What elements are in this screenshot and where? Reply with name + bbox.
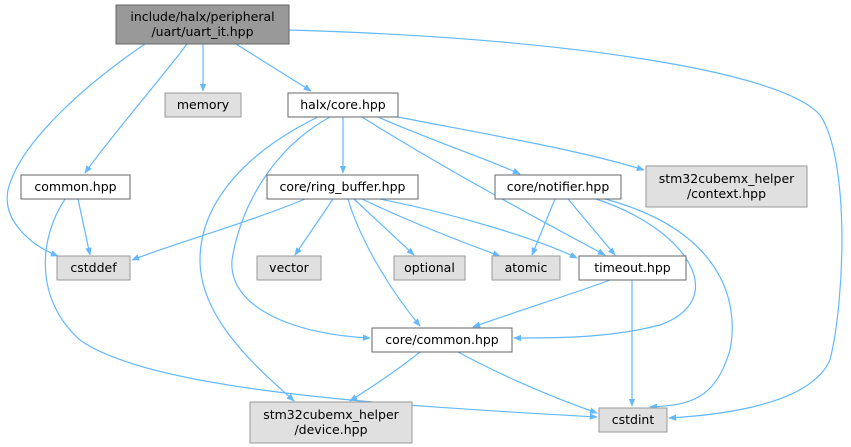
edge-line	[288, 29, 843, 421]
edge-ring-buffer-to-core-common	[347, 198, 421, 327]
edge-ring-buffer-to-timeout	[379, 198, 578, 259]
edge-ring-buffer-to-optional	[353, 198, 415, 256]
edge-core-common-to-device	[349, 351, 421, 402]
node-label: common.hpp	[34, 179, 116, 194]
node-core-common[interactable]: core/common.hpp	[371, 327, 513, 353]
node-atomic: atomic	[491, 255, 561, 281]
node-label: halx/core.hpp	[300, 97, 386, 112]
edge-uart-it-to-cstdint	[288, 29, 843, 421]
edge-ring-buffer-to-vector	[294, 198, 334, 256]
node-vector: vector	[256, 255, 322, 281]
edge-notifier-to-atomic	[531, 198, 556, 256]
edge-ring-buffer-to-cstddef	[131, 198, 306, 261]
edge-uart-it-to-cstddef	[6, 43, 146, 257]
edge-uart-it-to-halx-core	[235, 43, 312, 92]
node-label: cstddef	[70, 260, 117, 275]
edge-line	[44, 198, 598, 420]
node-box	[20, 174, 131, 200]
node-memory: memory	[164, 92, 242, 118]
node-cstddef: cstddef	[56, 255, 131, 281]
edge-notifier-to-core-common	[513, 198, 696, 342]
node-label: core/notifier.hpp	[507, 179, 610, 194]
node-halx-core[interactable]: halx/core.hpp	[287, 92, 399, 118]
node-cstdint: cstdint	[598, 407, 668, 433]
node-box	[56, 255, 131, 281]
edge-line	[77, 198, 92, 256]
node-timeout[interactable]: timeout.hpp	[578, 255, 687, 281]
edge-halx-core-to-core-common	[231, 116, 371, 341]
edge-halx-core-to-timeout	[361, 116, 606, 256]
edge-timeout-to-core-common	[472, 279, 611, 328]
node-label: stm32cubemx_helper	[659, 171, 795, 186]
node-label: /device.hpp	[294, 422, 367, 437]
node-box	[371, 327, 513, 353]
edge-line	[567, 198, 616, 256]
edge-line	[231, 116, 371, 341]
node-uart-it[interactable]: include/halx/peripheral/uart/uart_it.hpp	[115, 4, 290, 45]
edge-line	[472, 279, 611, 328]
edge-ring-buffer-to-atomic	[361, 198, 501, 257]
edge-line	[361, 198, 501, 257]
node-box	[598, 407, 668, 433]
edge-line	[457, 351, 598, 414]
edge-line	[513, 198, 696, 342]
edge-line	[199, 116, 319, 402]
node-box	[578, 255, 687, 281]
edge-line	[397, 116, 645, 171]
node-layer: include/halx/peripheral/uart/uart_it.hpp…	[20, 4, 808, 444]
node-label: cstdint	[612, 412, 655, 427]
edge-uart-it-to-common	[84, 43, 188, 174]
edge-line	[604, 198, 733, 410]
node-device: stm32cubemx_helper/device.hpp	[249, 401, 413, 444]
node-box	[645, 165, 808, 208]
edge-line	[131, 198, 306, 261]
node-optional: optional	[393, 255, 466, 281]
edge-line	[6, 43, 146, 257]
node-box	[287, 92, 399, 118]
node-label: optional	[404, 260, 455, 275]
node-box	[491, 255, 561, 281]
edge-common-to-cstddef	[77, 198, 92, 256]
edge-layer	[6, 29, 843, 421]
node-label: stm32cubemx_helper	[263, 407, 399, 422]
edge-notifier-to-cstdint	[604, 198, 733, 410]
edge-line	[353, 198, 415, 256]
edge-line	[84, 43, 188, 174]
edge-line	[349, 351, 421, 402]
node-label: /context.hpp	[687, 186, 766, 201]
edge-line	[377, 116, 521, 175]
edge-line	[531, 198, 556, 256]
edge-line	[235, 43, 312, 92]
node-ring-buffer[interactable]: core/ring_buffer.hpp	[266, 174, 419, 200]
edge-halx-core-to-device	[199, 116, 319, 402]
edge-notifier-to-timeout	[567, 198, 616, 256]
node-common[interactable]: common.hpp	[20, 174, 131, 200]
node-box	[164, 92, 242, 118]
node-label: memory	[177, 97, 230, 112]
node-box	[256, 255, 322, 281]
node-label: core/common.hpp	[385, 332, 499, 347]
node-label: core/ring_buffer.hpp	[280, 179, 406, 194]
node-context: stm32cubemx_helper/context.hpp	[645, 165, 808, 208]
node-label: timeout.hpp	[594, 260, 671, 275]
node-label: atomic	[505, 260, 548, 275]
node-label: /uart/uart_it.hpp	[151, 24, 253, 39]
edge-line	[379, 198, 578, 259]
edge-line	[361, 116, 606, 256]
node-label: include/halx/peripheral	[130, 9, 274, 24]
node-box	[115, 4, 290, 45]
edge-common-to-cstdint	[44, 198, 598, 420]
node-box	[494, 174, 622, 200]
node-notifier[interactable]: core/notifier.hpp	[494, 174, 622, 200]
node-box	[249, 401, 413, 444]
edge-halx-core-to-notifier	[377, 116, 521, 175]
edge-line	[347, 198, 421, 327]
node-box	[393, 255, 466, 281]
edge-halx-core-to-context	[397, 116, 645, 171]
node-label: vector	[269, 260, 310, 275]
edge-core-common-to-cstdint	[457, 351, 598, 414]
edge-line	[294, 198, 334, 256]
node-box	[266, 174, 419, 200]
